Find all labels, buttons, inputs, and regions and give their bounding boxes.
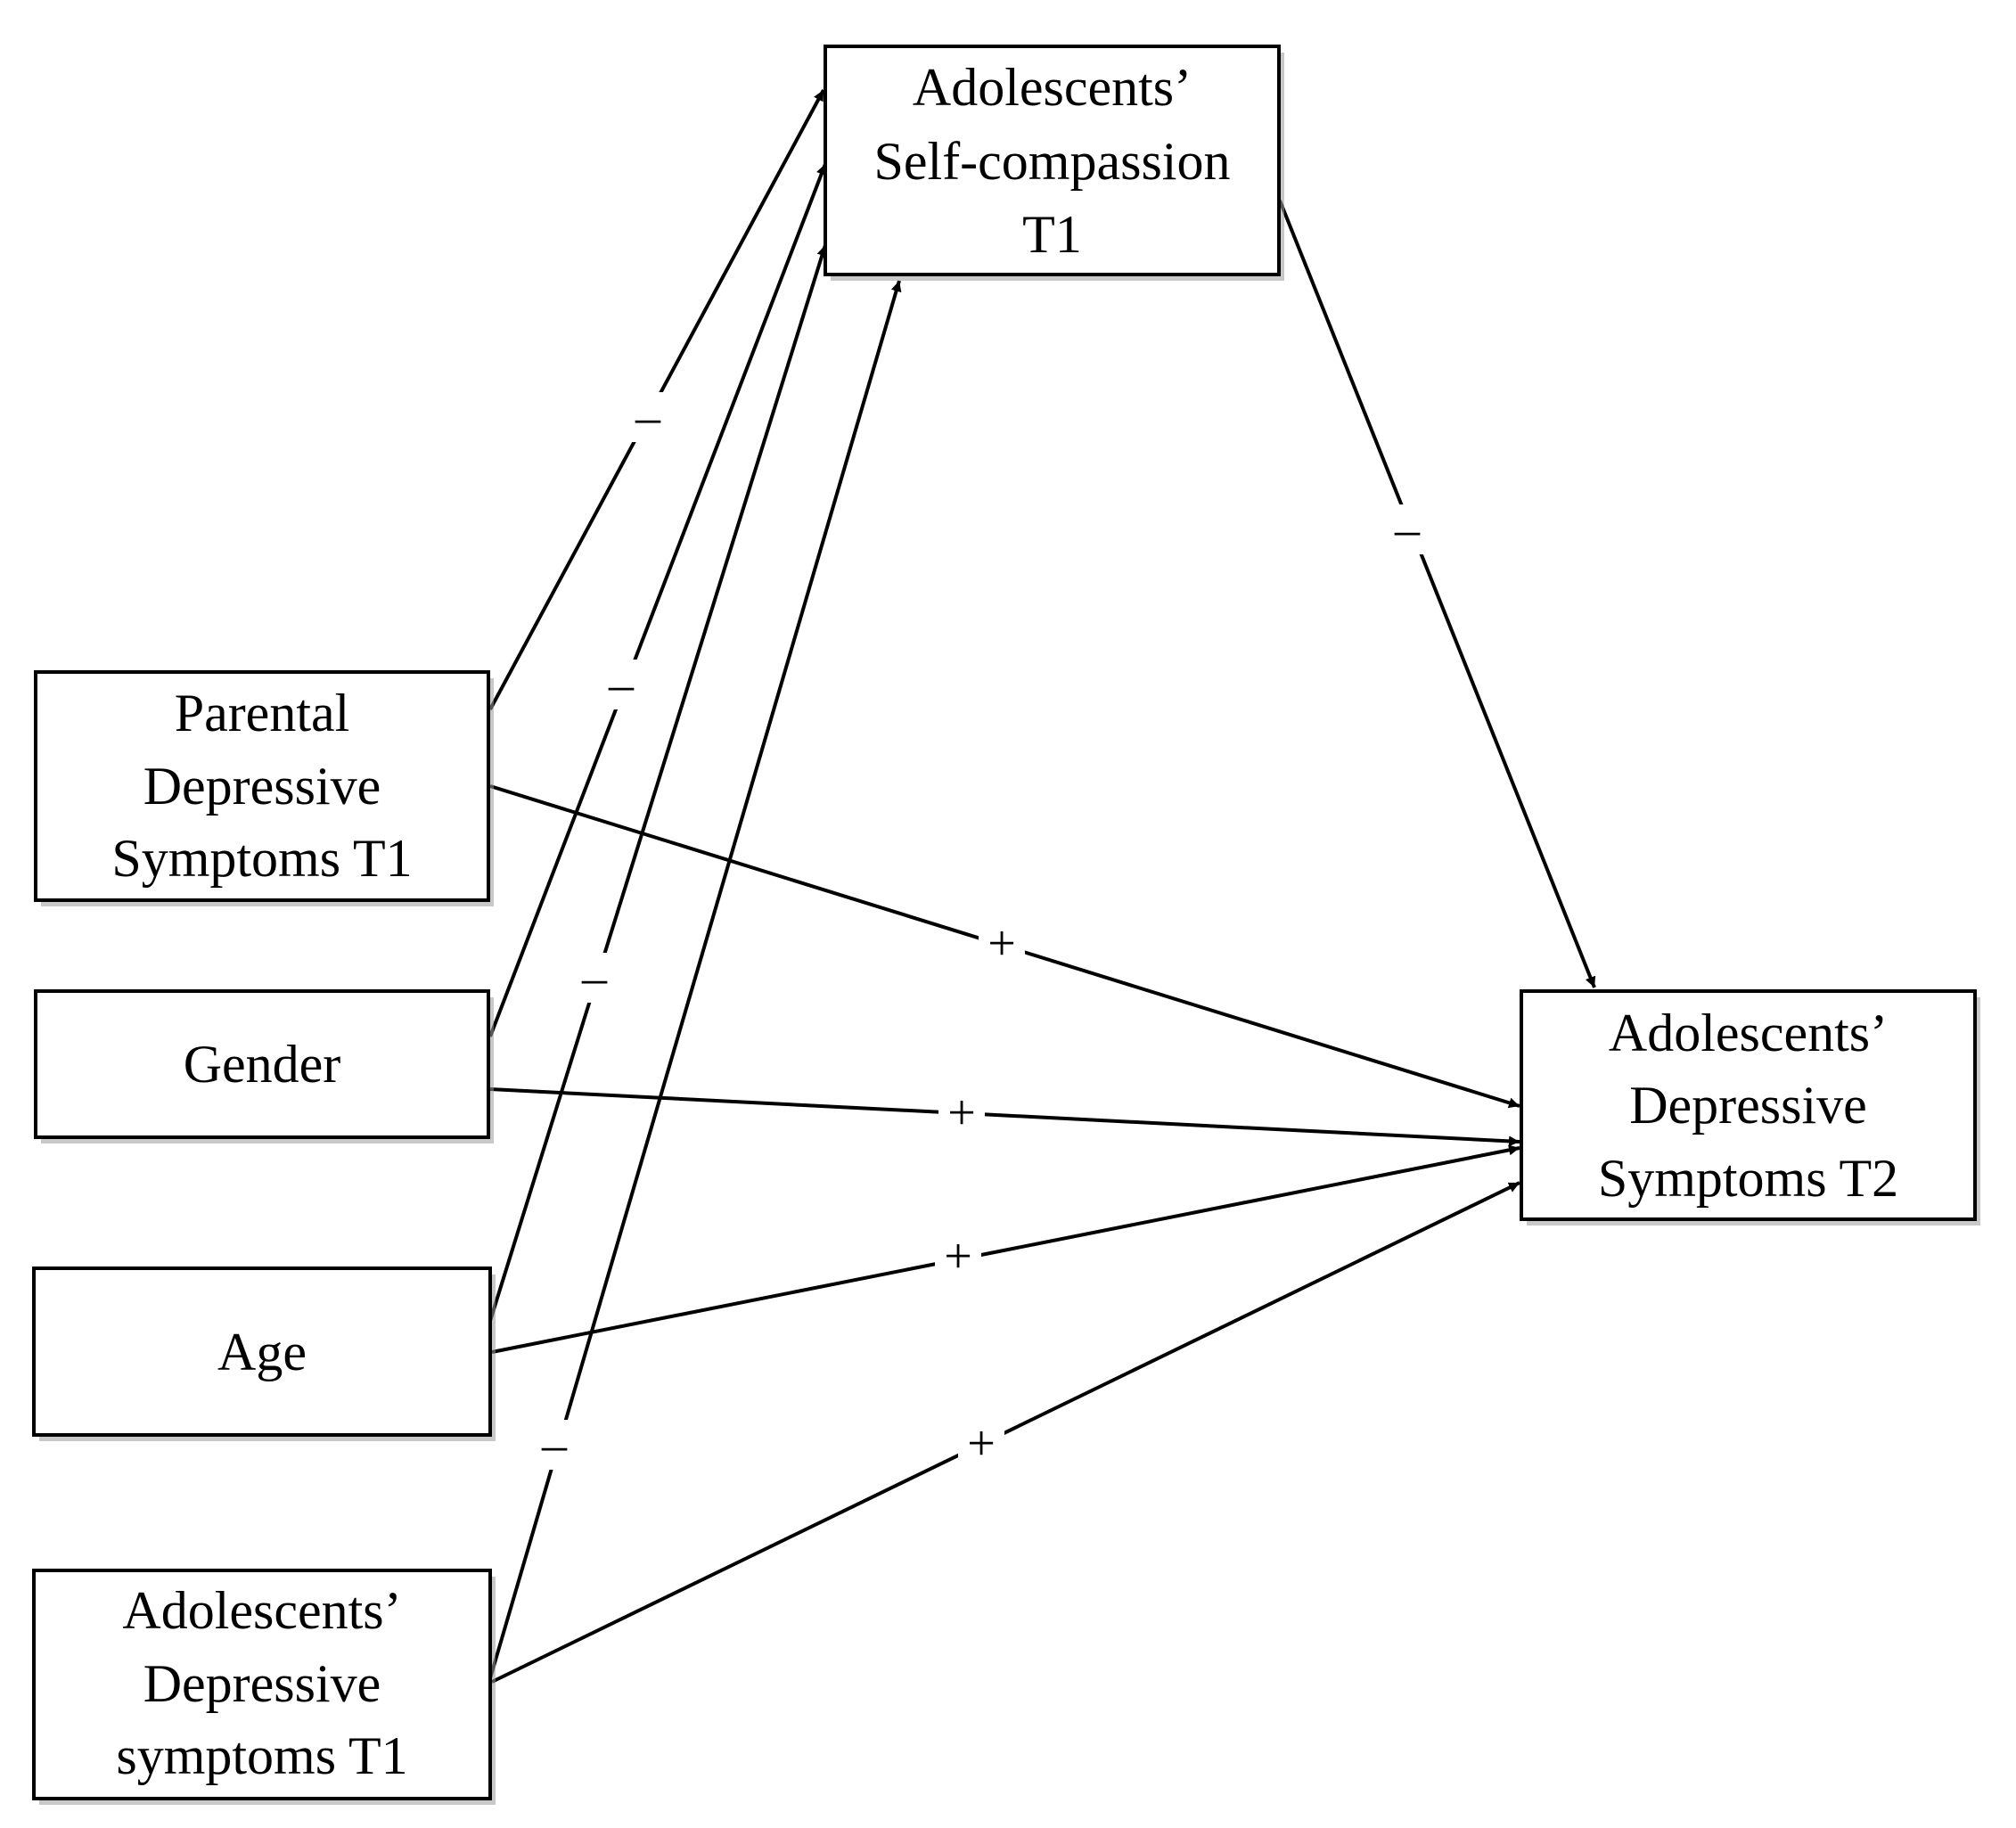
node-label-line: Age — [217, 1323, 307, 1381]
path-sign-label: + — [944, 1229, 972, 1284]
sign-label-background — [571, 953, 618, 1003]
path-arrow-age-to-adolescent-depressive-t2 — [491, 1144, 1520, 1354]
path-sign-label: – — [581, 950, 608, 1005]
path-arrow-self-compassion-t1-to-adolescent-depressive-t2 — [1278, 200, 1596, 988]
node-label-line: Adolescents’ — [913, 58, 1192, 117]
path-sign-label: + — [967, 1416, 996, 1471]
node-box — [824, 45, 1281, 276]
node-label-line: Depressive — [143, 1654, 381, 1713]
path-arrow-gender-to-adolescent-depressive-t2 — [489, 1087, 1520, 1147]
node-label-line: Gender — [184, 1035, 341, 1094]
node-box — [1520, 989, 1977, 1221]
path-sign-label: – — [1394, 502, 1421, 557]
path-sign-label: – — [541, 1417, 568, 1472]
path-sign-label: + — [988, 916, 1016, 971]
path-sign-label: – — [635, 389, 661, 445]
sign-label-background — [958, 1419, 1004, 1469]
node-label-line: symptoms T1 — [116, 1726, 407, 1785]
node-age: Age — [32, 1266, 496, 1441]
sign-label-background — [625, 392, 671, 442]
node-label-line: Depressive — [1629, 1076, 1867, 1135]
sign-label-background — [1384, 504, 1430, 554]
node-box — [32, 1569, 492, 1800]
sign-label-background — [979, 919, 1025, 969]
sign-label-background — [598, 660, 644, 709]
path-arrow-age-to-self-compassion-t1 — [488, 244, 828, 1322]
node-box — [34, 989, 490, 1139]
node-label-line: Depressive — [143, 757, 381, 816]
sign-label-background — [935, 1232, 981, 1282]
node-label-line: Adolescents’ — [1609, 1004, 1888, 1062]
sign-label-background — [938, 1088, 985, 1138]
node-label-line: Parental — [175, 684, 350, 742]
path-sign-label: – — [608, 657, 635, 712]
node-label-line: T1 — [1022, 205, 1082, 264]
sign-label-background — [531, 1420, 578, 1470]
node-gender: Gender — [34, 989, 494, 1144]
node-label-line: Self-compassion — [874, 132, 1231, 191]
node-label-line: Symptoms T1 — [111, 829, 412, 888]
node-box — [34, 670, 490, 902]
node-label-line: Symptoms T2 — [1598, 1149, 1898, 1208]
node-adolescent-depressive-t1: Adolescents’ Depressive symptoms T1 — [32, 1569, 496, 1805]
path-arrow-adolescent-depressive-t1-to-adolescent-depressive-t2 — [491, 1181, 1520, 1684]
path-arrow-gender-to-self-compassion-t1 — [488, 163, 827, 1037]
node-label-line: Adolescents’ — [122, 1581, 401, 1640]
node-box — [32, 1266, 492, 1437]
path-sign-label: + — [947, 1086, 976, 1141]
